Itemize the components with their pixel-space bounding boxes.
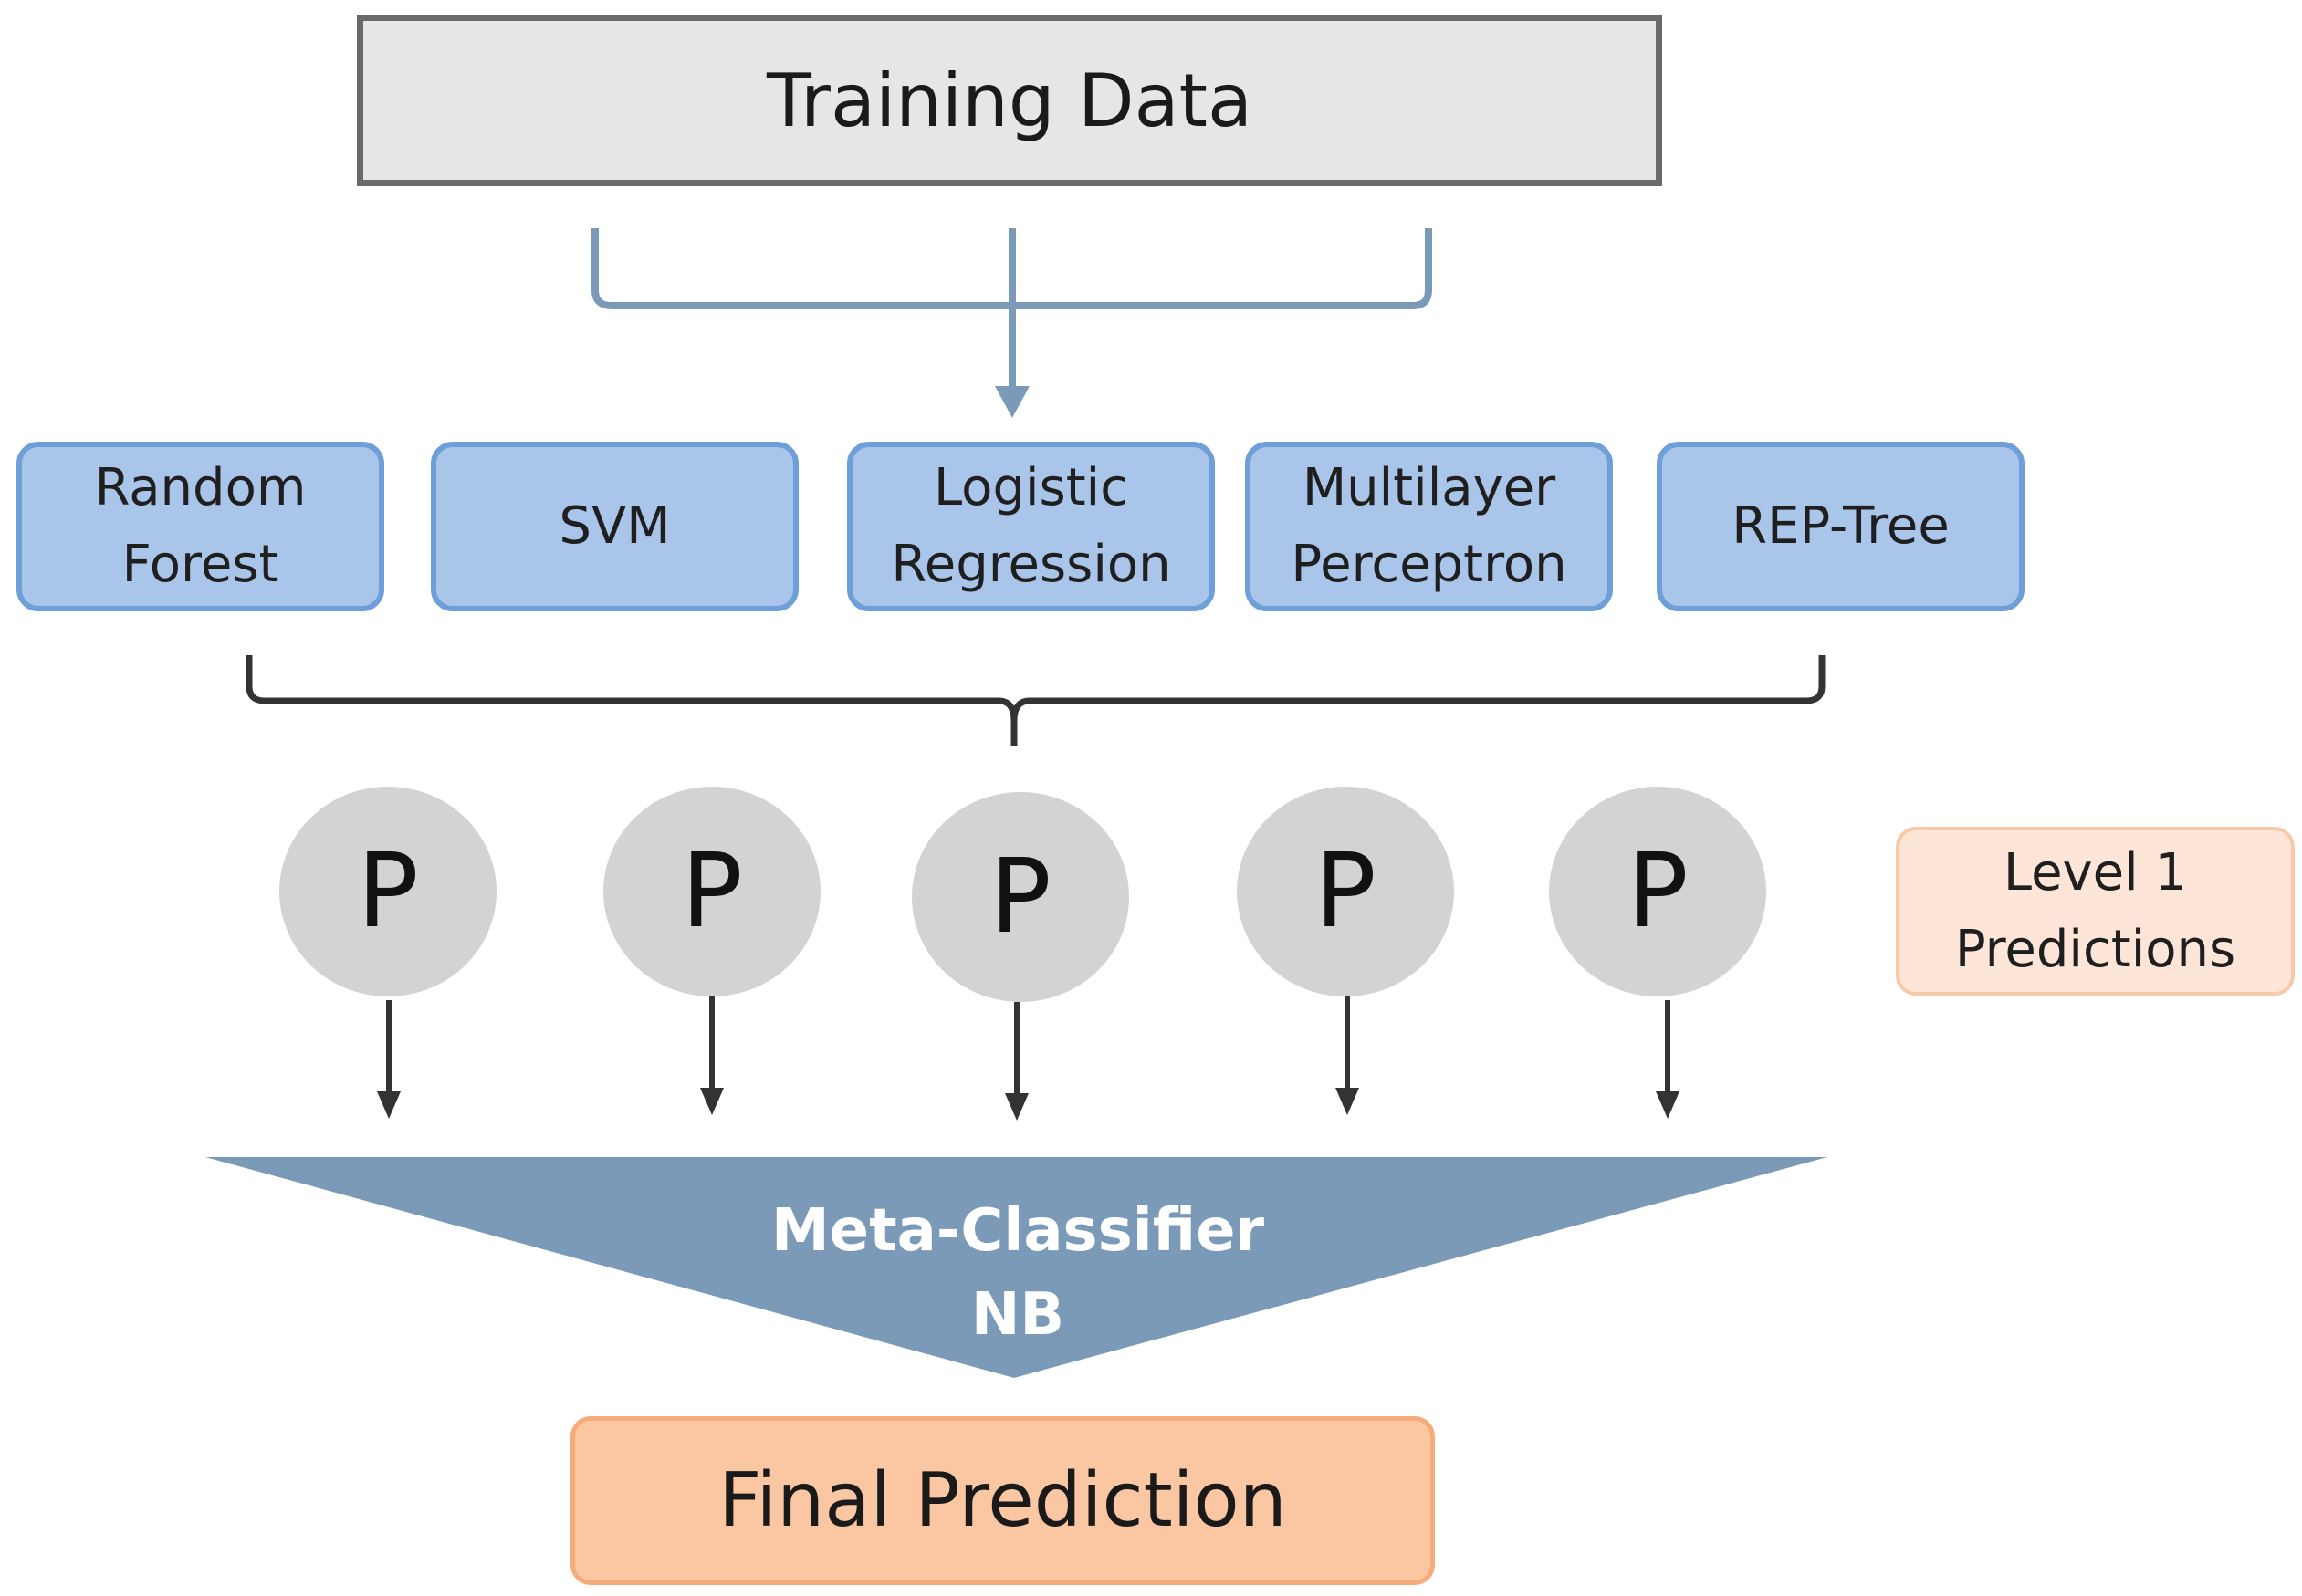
training-data-box: Training Data [357, 15, 1662, 186]
prediction-arrows [377, 996, 1679, 1121]
final-prediction-label: Final Prediction [718, 1457, 1287, 1544]
prediction-label: P [1627, 832, 1689, 951]
model-label-svm: SVM [559, 496, 671, 556]
model-box-logistic-regression: Logistic Regression [847, 442, 1215, 611]
prediction-arrow-head-4 [1335, 1088, 1359, 1115]
prediction-label: P [681, 832, 743, 951]
prediction-node: P [912, 792, 1129, 1002]
prediction-node: P [1237, 787, 1454, 996]
model-box-multilayer-perceptron: Multilayer Perceptron [1245, 442, 1613, 611]
prediction-arrow-head-2 [700, 1088, 724, 1115]
training-data-label: Training Data [766, 57, 1253, 143]
prediction-arrow-head-3 [1005, 1093, 1029, 1121]
prediction-label: P [1314, 832, 1376, 951]
meta-classifier-subtitle: NB [970, 1281, 1065, 1349]
prediction-label: P [357, 832, 419, 951]
level-1-predictions-label: Level 1 Predictions [1954, 842, 2236, 979]
prediction-node: P [1549, 787, 1766, 996]
model-box-random-forest: Random Forest [16, 442, 384, 611]
level-1-predictions-box: Level 1 Predictions [1896, 827, 2295, 996]
training-arrow-head [995, 386, 1030, 418]
model-box-rep-tree: REP-Tree [1657, 442, 2025, 611]
final-prediction-box: Final Prediction [570, 1416, 1435, 1585]
model-label-rep-tree: REP-Tree [1732, 496, 1950, 556]
prediction-node: P [279, 787, 497, 996]
prediction-label: P [989, 838, 1052, 956]
prediction-arrow-head-5 [1656, 1091, 1679, 1119]
model-label-logistic-regression: Logistic Regression [891, 458, 1171, 594]
model-label-random-forest: Random Forest [94, 458, 307, 594]
models-brace [246, 655, 1826, 746]
model-box-svm: SVM [431, 442, 799, 611]
prediction-arrow-head-1 [377, 1091, 401, 1119]
model-label-multilayer-perceptron: Multilayer Perceptron [1291, 458, 1567, 594]
prediction-node: P [603, 787, 821, 996]
meta-classifier-title: Meta-Classifier [770, 1197, 1265, 1265]
meta-classifier-funnel [205, 1157, 1827, 1378]
